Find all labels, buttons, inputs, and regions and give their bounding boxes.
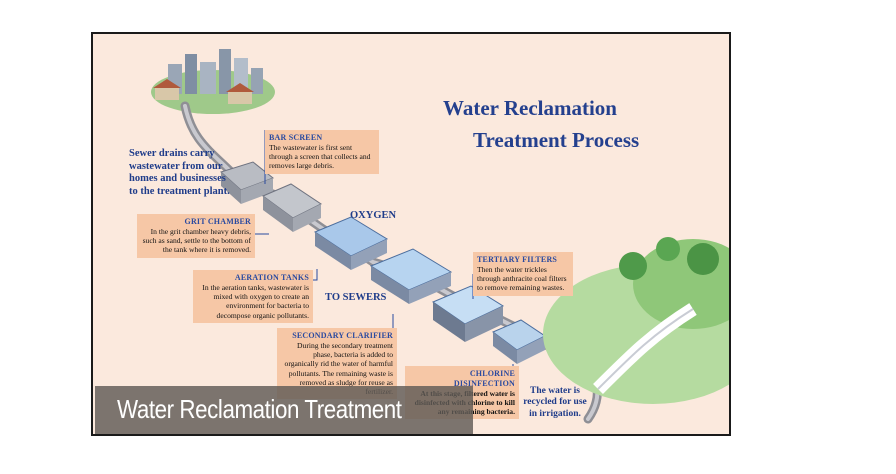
to-sewers-label: TO SEWERS xyxy=(325,292,387,303)
callout-tertiary-filters: TERTIARY FILTERS Then the water trickles… xyxy=(473,252,573,296)
callout-text: In the grit chamber heavy debris, such a… xyxy=(142,226,251,255)
callout-grit-chamber: GRIT CHAMBER In the grit chamber heavy d… xyxy=(137,214,255,258)
chlorine-unit xyxy=(492,319,546,364)
grit-chamber-unit xyxy=(261,183,322,232)
oxygen-label: OXYGEN xyxy=(350,210,397,221)
bar-screen-unit xyxy=(220,161,274,204)
callout-heading: SECONDARY CLARIFIER xyxy=(292,331,393,340)
callout-heading: TERTIARY FILTERS xyxy=(477,255,558,264)
diagram-title-line1: Water Reclamation xyxy=(443,96,617,120)
callout-text: In the aeration tanks, wastewater is mix… xyxy=(202,282,309,320)
callout-heading: AERATION TANKS xyxy=(234,273,309,282)
callout-text: The wastewater is first sent through a s… xyxy=(269,142,371,171)
caption-text: Water Reclamation Treatment xyxy=(117,394,402,424)
outro-text: The water is recycled for use in irrigat… xyxy=(523,386,587,419)
aeration-tank-unit xyxy=(313,216,389,270)
diagram-frame: Water Reclamation Treatment Process Sewe… xyxy=(91,32,731,436)
process-illustration xyxy=(151,49,729,424)
callout-heading: GRIT CHAMBER xyxy=(184,217,251,226)
callout-bar-screen: BAR SCREEN The wastewater is first sent … xyxy=(265,130,379,174)
intro-text: Sewer drains carry wastewater from our h… xyxy=(129,148,230,197)
irrigation-landscape xyxy=(543,237,729,404)
secondary-clarifier-unit xyxy=(369,248,453,304)
tertiary-filter-unit xyxy=(431,285,505,342)
diagram-title-line2: Treatment Process xyxy=(473,128,640,152)
callout-aeration-tanks: AERATION TANKS In the aeration tanks, wa… xyxy=(193,270,313,323)
city-illustration xyxy=(151,49,275,114)
callout-heading: CHLORINE DISINFECTION xyxy=(453,369,515,388)
callout-heading: BAR SCREEN xyxy=(269,133,323,142)
caption-bar: Water Reclamation Treatment xyxy=(95,386,473,434)
callout-text: Then the water trickles through anthraci… xyxy=(477,264,567,293)
